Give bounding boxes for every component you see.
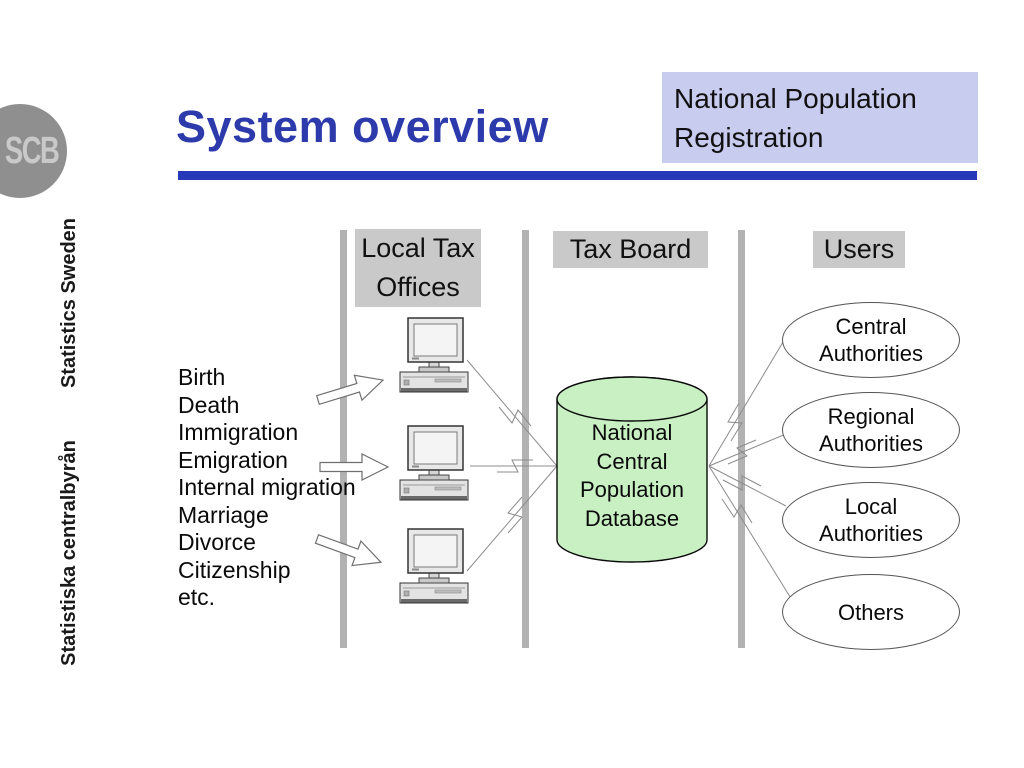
page-title: System overview xyxy=(176,101,549,152)
lane-divider-bar xyxy=(522,230,529,648)
computer-icons xyxy=(399,317,469,604)
lane-header-local-tax-offices: Local Tax Offices xyxy=(355,229,481,307)
user-ellipse-central-authorities: Central Authorities xyxy=(782,302,960,378)
list-item: Death xyxy=(178,391,240,418)
desktop-computer-icon xyxy=(399,425,469,501)
list-item: Internal migration xyxy=(178,474,356,500)
list-item: Divorce xyxy=(178,529,256,555)
user-ellipse-others: Others xyxy=(782,574,960,650)
lane-header-tax-board: Tax Board xyxy=(553,231,708,268)
title-underline xyxy=(178,171,977,180)
lane-divider-bar xyxy=(340,230,347,648)
ellipse-label: Local Authorities xyxy=(819,494,923,546)
ellipse-label: Central Authorities xyxy=(819,314,923,366)
national-population-registration-box: National Population Registration xyxy=(662,72,978,163)
list-item: Birth xyxy=(178,364,226,390)
list-item: Citizenship xyxy=(178,556,291,583)
desktop-computer-icon xyxy=(399,317,469,393)
scb-logo: SCB xyxy=(0,104,67,198)
sidebar-caption-statistics-sweden: Statistics Sweden xyxy=(58,217,80,389)
sidebar-caption-statistiska-centralbyran: Statistiska centralbyrån xyxy=(58,440,80,666)
lane-header-users: Users xyxy=(813,231,905,268)
event-list: Birth Death Immigration Emigration Inter… xyxy=(178,364,356,612)
list-item: etc. xyxy=(178,584,216,610)
list-item: Emigration xyxy=(178,446,288,473)
desktop-computer-icon xyxy=(399,528,469,604)
user-ellipse-local-authorities: Local Authorities xyxy=(782,482,960,558)
list-item: Immigration xyxy=(178,419,299,445)
ellipse-label: Others xyxy=(837,599,905,625)
list-item: Marriage xyxy=(178,501,269,528)
ellipse-label: Regional Authorities xyxy=(819,404,923,456)
lane-divider-bar xyxy=(738,230,745,648)
database-label: National Central Population Database xyxy=(580,420,684,531)
user-ellipse-regional-authorities: Regional Authorities xyxy=(782,392,960,468)
scb-logo-text: SCB xyxy=(4,130,60,172)
